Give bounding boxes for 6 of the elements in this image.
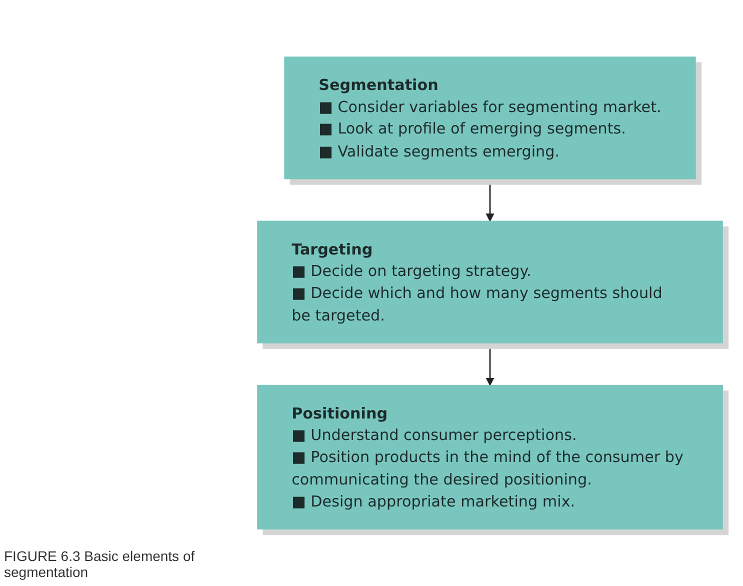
node-box: Targeting ■ Decide on targeting strategy. ■ Decide which and how many segments should be targeted. [257, 220, 723, 344]
arrow [486, 178, 494, 222]
figure-caption: FIGURE 6.3 Basic elements of segmentation [4, 548, 196, 580]
node-box: Segmentation ■ Consider variables for segmenting market. ■ Look at profile of emerging segments. ■ Validate segments emerging. [284, 56, 696, 180]
arrow [486, 342, 494, 386]
node-box: Positioning ■ Understand consumer perceptions. ■ Position products in the mind of the consumer by communicating the desired positioning. ■ Design appropriate marketing mix. [257, 384, 723, 530]
